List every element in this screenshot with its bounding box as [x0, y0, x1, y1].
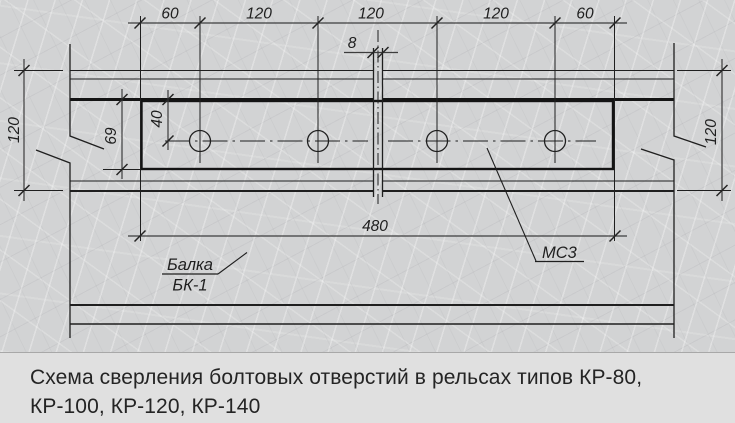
caption-line-2: КР-100, КР-120, КР-140 — [30, 394, 261, 418]
dim-label-hole-offset: 40 — [149, 110, 166, 128]
dim-ticks — [17, 16, 729, 243]
dim-label-top-60-right: 60 — [576, 6, 594, 23]
dim-label-rail-height-left: 120 — [6, 117, 23, 143]
hole-center-vertical-lines — [199, 16, 556, 163]
dim-label-top-120-b: 120 — [358, 6, 384, 23]
plate-mark-label: МС3 — [542, 244, 578, 262]
break-line-right — [640, 43, 707, 338]
bolt-hole-2 — [306, 129, 330, 153]
dim-label-joint-gap: 8 — [348, 35, 357, 52]
technical-drawing-canvas: 60 120 120 120 60 8 480 120 120 69 40 МС… — [0, 0, 735, 353]
rail-joint-gap-lines — [372, 48, 384, 197]
bolt-hole-3 — [425, 129, 449, 153]
fishplate-outline — [140, 99, 615, 171]
bolt-holes — [188, 129, 567, 153]
bolt-hole-1 — [188, 129, 212, 153]
plate-mark-leader — [486, 147, 584, 263]
dim-label-top-120-a: 120 — [246, 6, 272, 23]
dim-label-total-length: 480 — [362, 218, 388, 235]
dim-label-rail-height-right: 120 — [703, 119, 720, 145]
dim-label-plate-height: 69 — [103, 127, 120, 145]
rail-base-lines — [70, 180, 674, 192]
beam-name-label: Балка — [167, 256, 213, 274]
break-line-left — [35, 44, 105, 338]
dim-label-top-120-c: 120 — [483, 6, 509, 23]
figure-caption: Схема сверления болтовых отверстий в рел… — [0, 353, 735, 423]
beam-mark-label: БК-1 — [172, 277, 207, 295]
rail-drilling-scheme-drawing: 60 120 120 120 60 8 480 120 120 69 40 МС… — [6, 6, 731, 338]
beam-flange-lines — [70, 304, 674, 325]
dim-label-top-60-left: 60 — [161, 6, 179, 23]
rail-head-lines — [70, 69, 674, 80]
bolt-hole-4 — [543, 129, 567, 153]
caption-line-1: Схема сверления болтовых отверстий в рел… — [30, 366, 643, 389]
beam-label-leader — [162, 252, 248, 275]
